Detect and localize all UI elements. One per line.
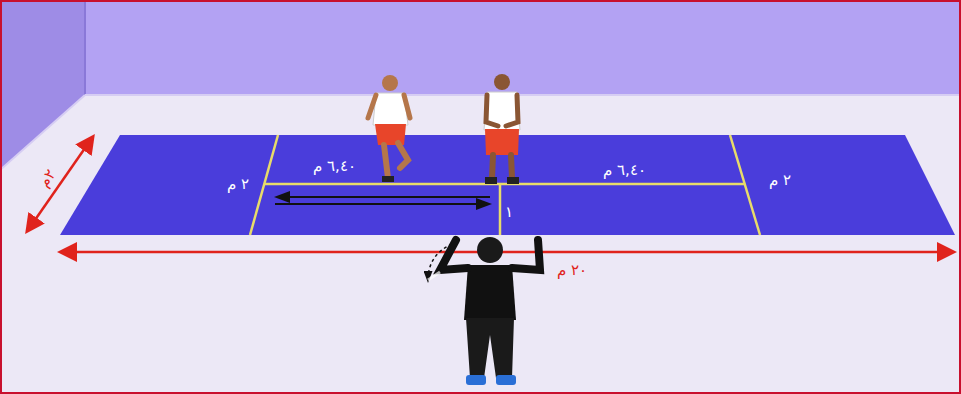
court-label: ٢ م <box>227 177 249 192</box>
runner <box>484 74 520 184</box>
coach <box>428 237 540 385</box>
court-label: ٦,٤٠ م <box>603 163 646 178</box>
court-label: ٦,٤٠ م <box>313 159 356 174</box>
court-label: ٢ م <box>769 173 791 188</box>
dimension-label: ٢٠ م <box>555 263 589 278</box>
court-label: ١ <box>505 205 513 220</box>
runner <box>368 75 410 182</box>
